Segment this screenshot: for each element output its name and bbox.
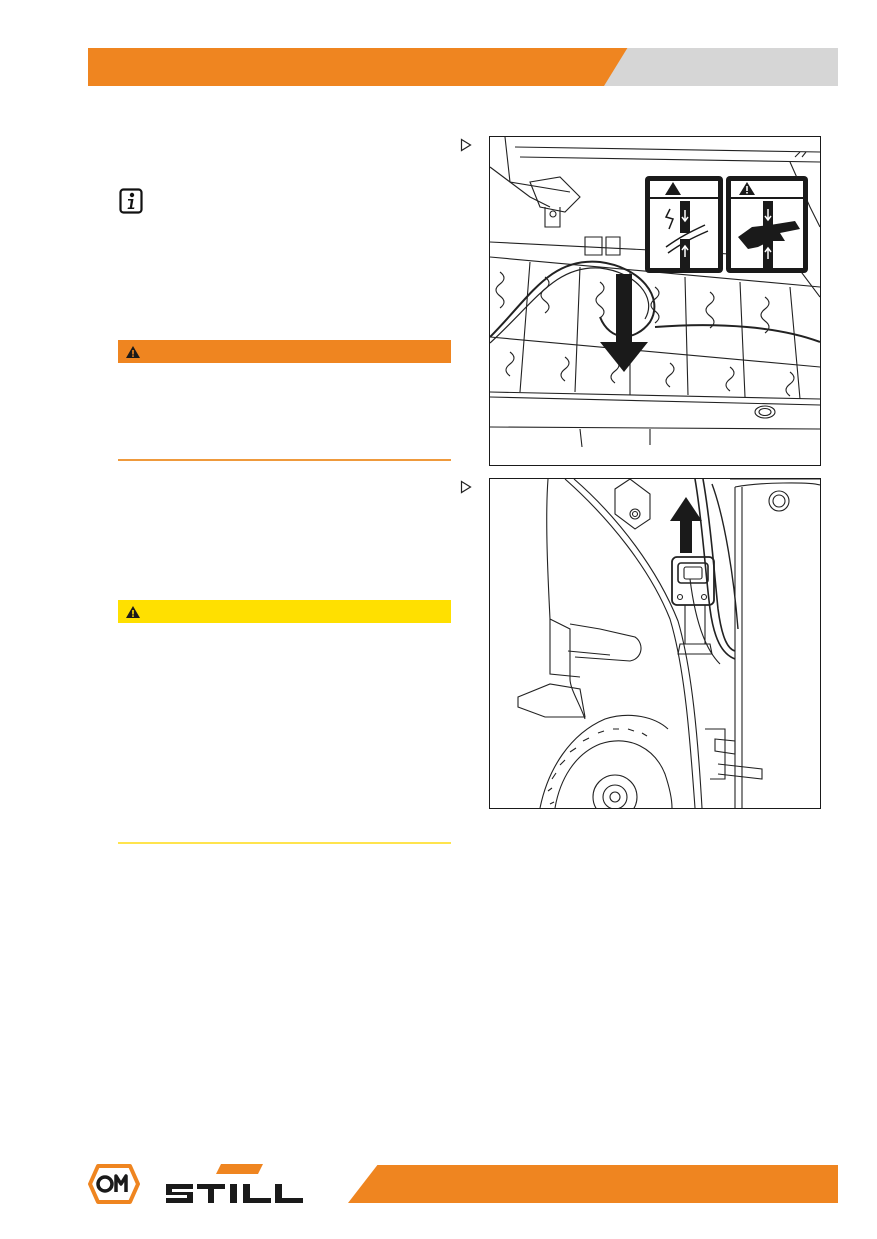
caution-header-bar xyxy=(118,600,451,623)
triangle-right-icon xyxy=(460,138,472,152)
om-logo xyxy=(88,1162,140,1206)
triangle-right-icon xyxy=(460,480,472,494)
warning-triangle-icon xyxy=(126,345,140,358)
footer-accent-bar xyxy=(348,1165,838,1203)
caution-end-line xyxy=(118,842,451,844)
info-icon xyxy=(119,188,143,214)
header-grey-bar xyxy=(604,48,838,86)
still-logo xyxy=(163,1162,305,1206)
header-accent-bar xyxy=(88,48,628,86)
figure-connector-disconnect xyxy=(489,478,821,809)
warning-header-bar xyxy=(118,340,451,363)
warning-triangle-icon xyxy=(126,605,140,618)
figure-battery-compartment xyxy=(489,136,821,466)
warning-end-line xyxy=(118,459,451,461)
